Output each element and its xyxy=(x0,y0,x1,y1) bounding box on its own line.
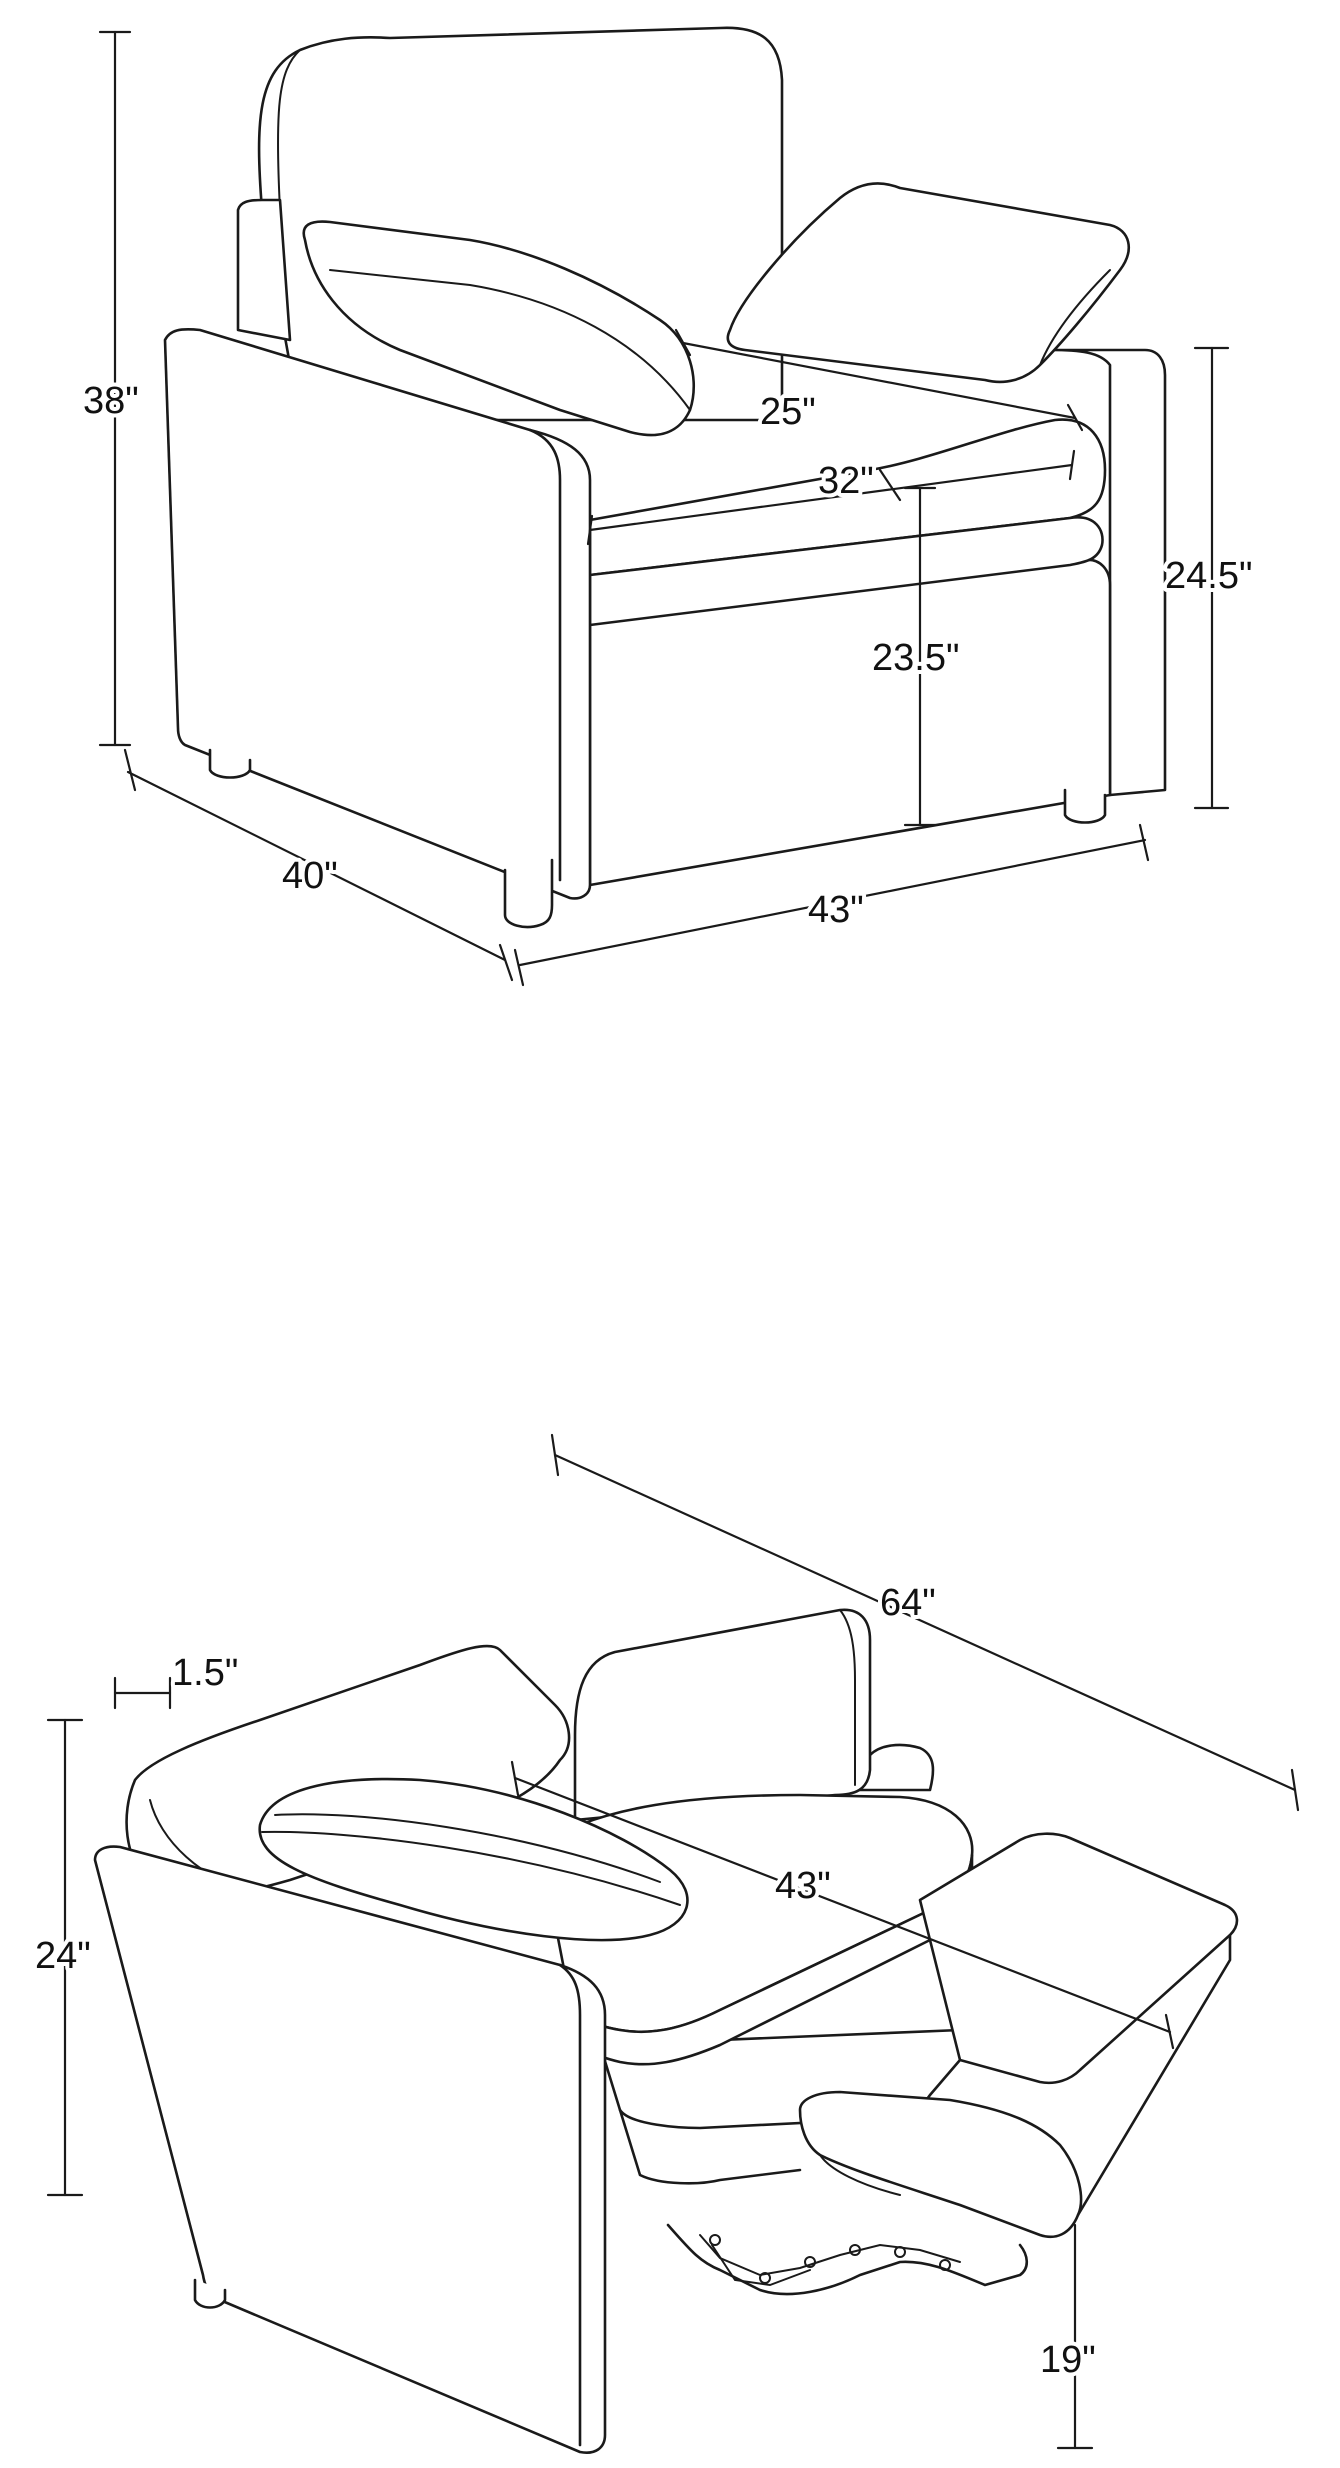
reclined-back-cushion xyxy=(573,1608,872,1822)
recline-mechanism xyxy=(666,2223,1029,2296)
height-label: 38" xyxy=(83,380,139,422)
footrest-top xyxy=(918,1832,1239,2085)
seat-depth-label: 25" xyxy=(760,391,816,433)
rear-left-foot xyxy=(208,748,252,779)
upright-chair xyxy=(163,26,1167,929)
seat-cushion xyxy=(588,418,1107,577)
reclined-chair xyxy=(93,1608,1239,2454)
reclined-left-arm xyxy=(93,1845,607,2454)
arm-height-label: 24.5" xyxy=(1165,555,1252,597)
left-arm xyxy=(163,328,592,900)
reclined-dimension-labels: 64" 1.5" 24" 43" 19" xyxy=(31,1578,1100,2385)
reclined-arm-height-label: 24" xyxy=(35,1935,91,1977)
right-arm xyxy=(1048,348,1167,797)
rear-right-foot xyxy=(1063,788,1107,824)
seat-width-label: 32" xyxy=(818,460,874,502)
seat-to-footrest-label: 43" xyxy=(775,1865,831,1907)
reclined-dimension-lines xyxy=(46,1433,1300,2450)
rear-arm xyxy=(236,198,292,342)
seat-cushion-front xyxy=(588,516,1104,627)
reclined-oval-pillow xyxy=(258,1777,689,1942)
reclined-foot xyxy=(193,2278,227,2309)
depth-label: 40" xyxy=(282,855,338,897)
back-cushion-seam xyxy=(276,49,301,211)
width-label: 43" xyxy=(808,889,864,931)
footrest-lower xyxy=(798,2090,1083,2239)
right-pillow xyxy=(726,182,1130,384)
upright-dimension-lines xyxy=(98,30,1230,987)
reclined-right-arm xyxy=(858,1743,935,1792)
upright-dimension-labels: 38" 40" 43" 25" 32" 23.5" 24.5" xyxy=(79,376,1256,935)
headrest-offset-label: 1.5" xyxy=(172,1652,238,1694)
footrest-height-label: 19" xyxy=(1040,2339,1096,2381)
left-pillow xyxy=(302,220,696,437)
front-left-foot xyxy=(503,858,554,929)
overall-length-label: 64" xyxy=(880,1582,936,1624)
seat-height-label: 23.5" xyxy=(872,637,959,679)
